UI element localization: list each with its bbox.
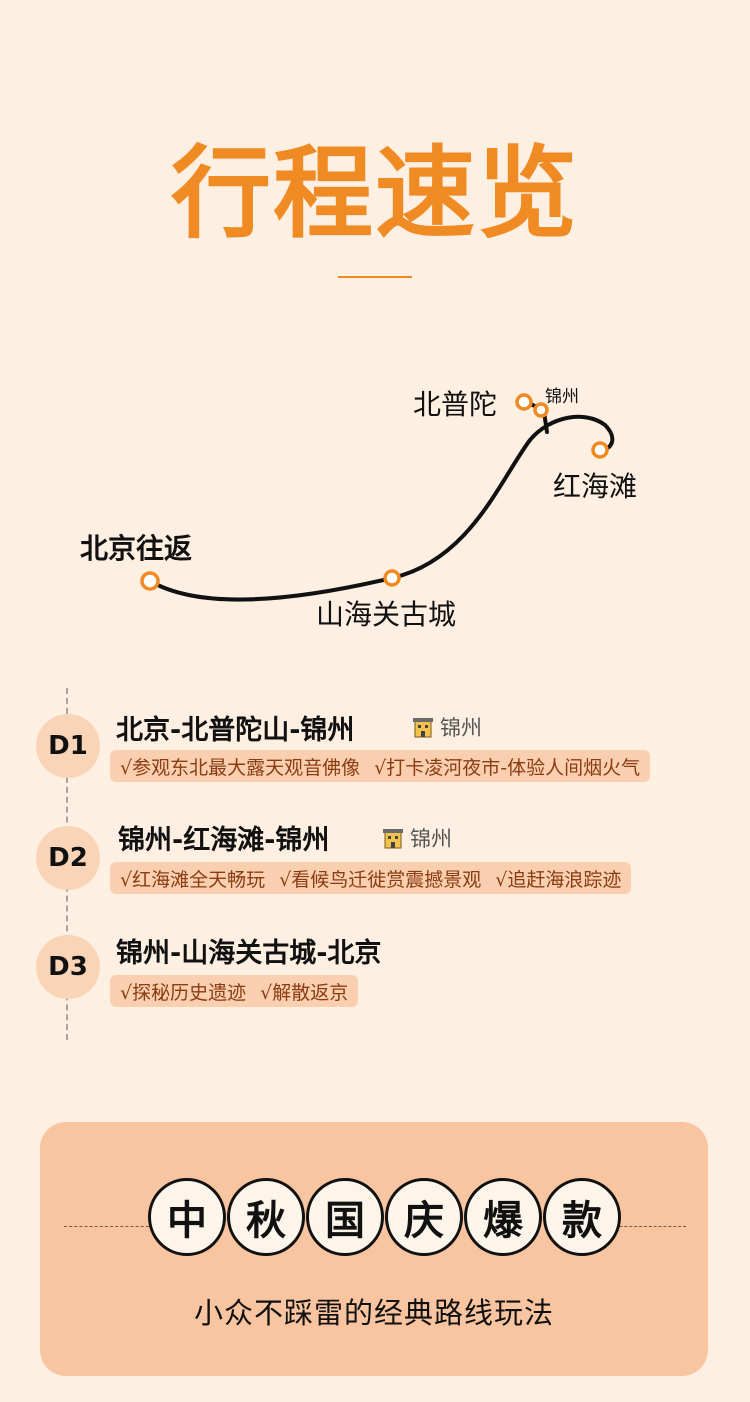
promo-divider-right — [600, 1226, 686, 1227]
day-badge-d2: D2 — [36, 826, 100, 890]
tag-item: √解散返京 — [260, 981, 349, 1004]
hotel-city-d1: 锦州 — [440, 716, 482, 740]
promo-subtitle: 小众不踩雷的经典路线玩法 — [193, 1296, 554, 1330]
hotel-icon — [383, 829, 403, 849]
hotel-icon — [413, 718, 433, 738]
tag-item: √打卡凌河夜市-体验人间烟火气 — [374, 756, 641, 779]
day-title-d2: 锦州-红海滩-锦州 — [118, 825, 330, 856]
title-divider — [338, 276, 412, 278]
day-badge-d1: D1 — [36, 714, 100, 778]
tag-item: √追赶海浪踪迹 — [495, 868, 622, 891]
promo-badges: 中 秋 国 庆 爆 款 — [148, 1178, 621, 1256]
stop-marker-shanhaiguan — [383, 569, 401, 587]
route-map: 北京往返 山海关古城 北普陀 锦州 红海滩 — [80, 387, 637, 631]
promo-badge: 庆 — [385, 1178, 463, 1256]
route-line — [148, 414, 615, 602]
tag-item: √参观东北最大露天观音佛像 — [120, 756, 361, 779]
stop-label-beijing: 北京往返 — [80, 532, 192, 565]
promo-divider-left — [64, 1226, 154, 1227]
stop-marker-honghaitan — [591, 441, 609, 459]
hotel-city-d2: 锦州 — [410, 827, 452, 851]
promo-badge: 爆 — [464, 1178, 542, 1256]
stop-marker-beiputuo — [515, 393, 533, 411]
stop-marker-beijing — [140, 571, 160, 591]
promo-badge: 秋 — [227, 1178, 305, 1256]
tag-item: √红海滩全天畅玩 — [120, 868, 266, 891]
stop-label-honghaitan: 红海滩 — [553, 470, 637, 503]
promo-badge: 款 — [543, 1178, 621, 1256]
stop-label-beiputuo: 北普陀 — [413, 388, 497, 421]
page-title: 行程速览 — [171, 134, 579, 252]
promo-badge: 中 — [148, 1178, 226, 1256]
promo-badge: 国 — [306, 1178, 384, 1256]
day-title-d3: 锦州-山海关古城-北京 — [116, 938, 382, 969]
stop-label-shanhaiguan: 山海关古城 — [316, 598, 456, 631]
tag-item: √探秘历史遗迹 — [120, 981, 247, 1004]
tags-d1: √参观东北最大露天观音佛像 √打卡凌河夜市-体验人间烟火气 — [110, 750, 651, 782]
stop-marker-jinzhou — [533, 402, 549, 418]
day-badge-d3: D3 — [36, 935, 100, 999]
hotel-info-d2: 锦州 — [382, 823, 452, 853]
tags-d2: √红海滩全天畅玩 √看候鸟迁徙赏震撼景观 √追赶海浪踪迹 — [110, 862, 632, 894]
day-title-d1: 北京-北普陀山-锦州 — [116, 715, 355, 746]
tag-item: √看候鸟迁徙赏震撼景观 — [279, 868, 482, 891]
hotel-info-d1: 锦州 — [412, 712, 482, 742]
stop-label-jinzhou: 锦州 — [545, 387, 579, 407]
tags-d3: √探秘历史遗迹 √解散返京 — [110, 975, 359, 1007]
promo-card: 中 秋 国 庆 爆 款 小众不踩雷的经典路线玩法 — [40, 1122, 708, 1376]
